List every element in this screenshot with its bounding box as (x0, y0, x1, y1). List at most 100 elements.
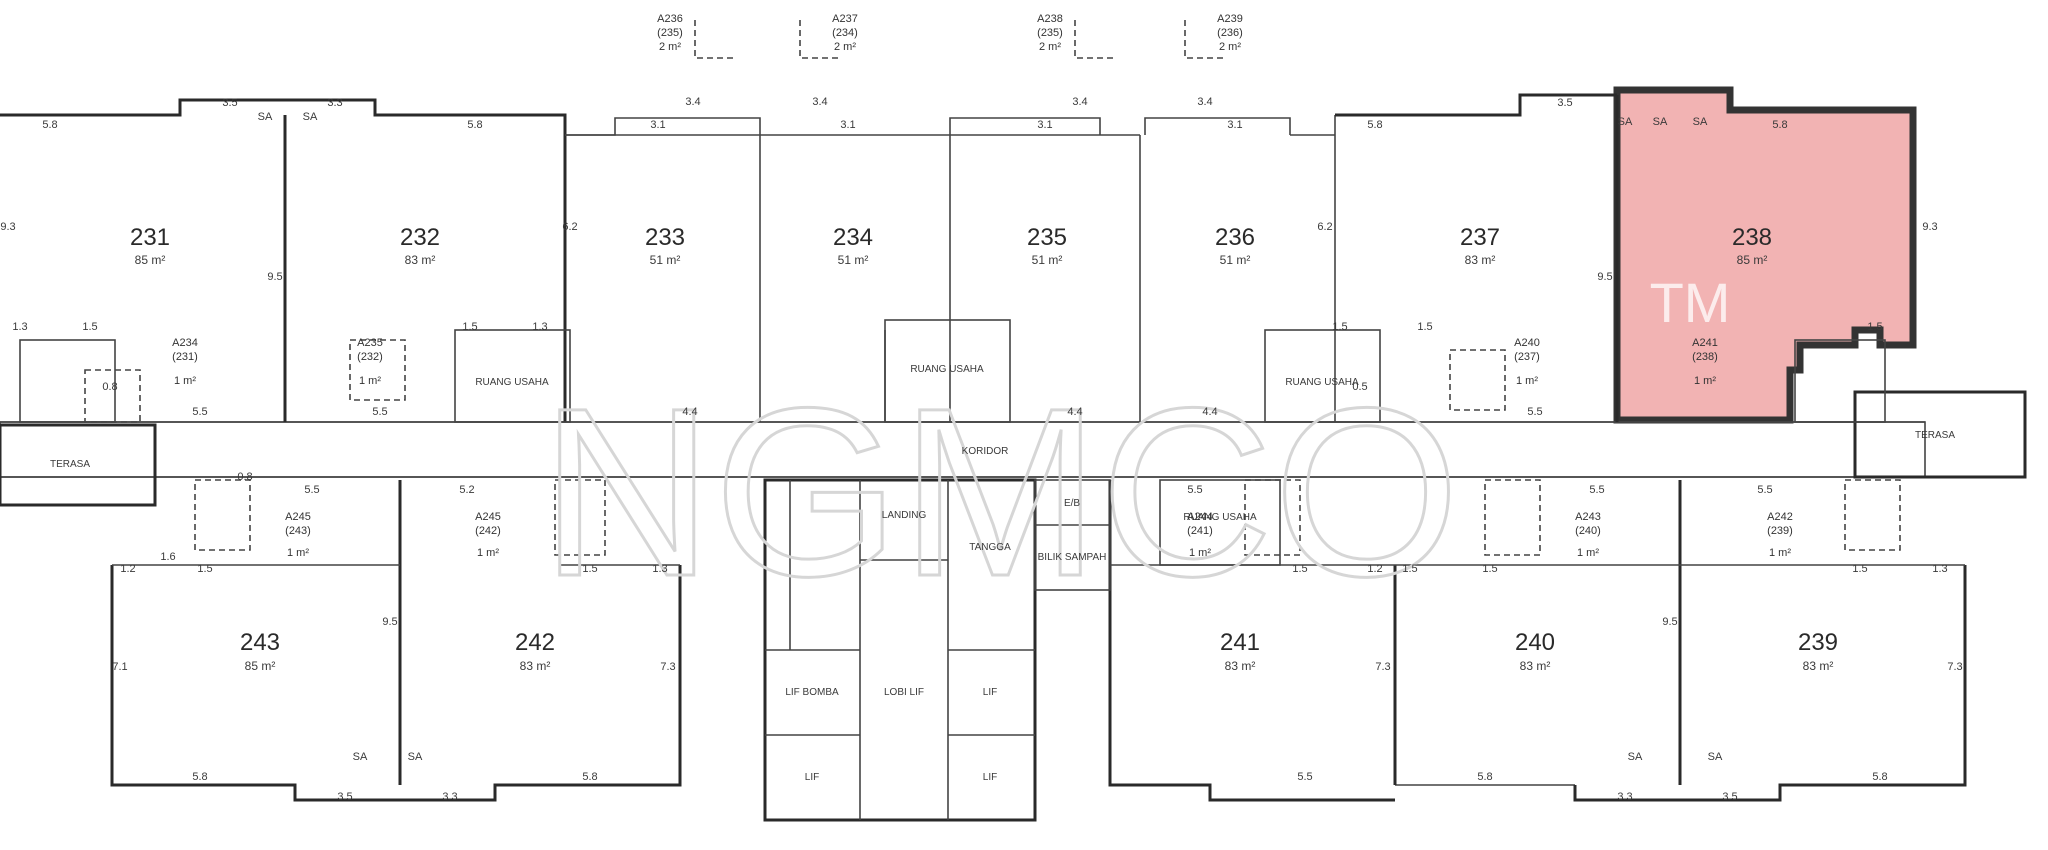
svg-text:7.3: 7.3 (1375, 661, 1390, 673)
svg-text:1.5: 1.5 (1292, 563, 1307, 575)
svg-text:A235: A235 (357, 337, 383, 349)
unit-240[interactable]: 240 83 m² (1515, 629, 1555, 673)
svg-text:7.3: 7.3 (1947, 661, 1962, 673)
svg-text:3.3: 3.3 (327, 97, 342, 109)
svg-text:83 m²: 83 m² (1225, 659, 1256, 673)
svg-text:234: 234 (833, 224, 873, 251)
svg-text:5.8: 5.8 (1477, 771, 1492, 783)
unit-232[interactable]: 232 83 m² (400, 224, 440, 267)
svg-text:(234): (234) (832, 27, 858, 39)
highlight-tm-label: TM (1650, 271, 1731, 334)
svg-text:1.5: 1.5 (582, 563, 597, 575)
svg-text:1.5: 1.5 (1852, 563, 1867, 575)
svg-text:238: 238 (1732, 224, 1772, 251)
unit-237[interactable]: 237 83 m² (1460, 224, 1500, 267)
svg-text:A243: A243 (1575, 511, 1601, 523)
storage-a243[interactable]: A243 (240) 1 m² (1575, 511, 1601, 559)
svg-text:3.1: 3.1 (1037, 119, 1052, 131)
svg-text:3.5: 3.5 (1557, 97, 1572, 109)
unit-235[interactable]: 235 51 m² (1027, 224, 1067, 267)
svg-text:(235): (235) (657, 27, 683, 39)
svg-text:3.1: 3.1 (1227, 119, 1242, 131)
svg-text:A245: A245 (475, 511, 501, 523)
svg-text:239: 239 (1798, 629, 1838, 656)
storage-a240[interactable]: A240 (237) 1 m² (1514, 337, 1540, 387)
unit-238[interactable]: 238 85 m² (1732, 224, 1772, 267)
svg-text:SA: SA (353, 751, 368, 763)
svg-text:5.8: 5.8 (1367, 119, 1382, 131)
svg-text:1.3: 1.3 (652, 563, 667, 575)
svg-text:(238): (238) (1692, 351, 1718, 363)
svg-text:51 m²: 51 m² (1220, 253, 1251, 267)
svg-text:1.5: 1.5 (197, 563, 212, 575)
storage-a239[interactable]: A239 (236) 2 m² (1217, 13, 1243, 53)
svg-text:241: 241 (1220, 629, 1260, 656)
unit-239[interactable]: 239 83 m² (1798, 629, 1838, 673)
storage-a236[interactable]: A236 (235) 2 m² (657, 13, 683, 53)
svg-text:9.5: 9.5 (1597, 271, 1612, 283)
svg-text:85 m²: 85 m² (135, 253, 166, 267)
svg-text:1 m²: 1 m² (1189, 547, 1211, 559)
svg-text:1 m²: 1 m² (1577, 547, 1599, 559)
svg-text:5.8: 5.8 (582, 771, 597, 783)
storage-a242[interactable]: A242 (239) 1 m² (1767, 511, 1793, 559)
svg-text:3.4: 3.4 (1072, 96, 1087, 108)
svg-text:83 m²: 83 m² (1520, 659, 1551, 673)
svg-text:0.8: 0.8 (237, 471, 252, 483)
terrace-left (0, 423, 157, 507)
svg-text:3.3: 3.3 (1617, 791, 1632, 803)
ruang-usaha-label-2: RUANG USAHA (910, 364, 984, 375)
svg-text:1 m²: 1 m² (1516, 375, 1538, 387)
svg-text:1 m²: 1 m² (1769, 547, 1791, 559)
unit-243[interactable]: 243 85 m² (240, 629, 280, 673)
tangga-label: TANGGA (969, 542, 1011, 553)
svg-text:235: 235 (1027, 224, 1067, 251)
svg-text:5.2: 5.2 (459, 484, 474, 496)
lif-label-1: LIF (983, 687, 997, 698)
unit-236[interactable]: 236 51 m² (1215, 224, 1255, 267)
unit-238-highlight[interactable] (1613, 86, 1917, 424)
storage-a234[interactable]: A234 (231) 1 m² (172, 337, 198, 387)
storage-a241[interactable]: A241 (238) 1 m² (1692, 337, 1718, 387)
svg-text:5.8: 5.8 (1772, 119, 1787, 131)
storage-a235[interactable]: A235 (232) 1 m² (357, 337, 383, 387)
svg-text:4.4: 4.4 (682, 406, 697, 418)
svg-text:1.3: 1.3 (532, 321, 547, 333)
svg-text:(236): (236) (1217, 27, 1243, 39)
svg-text:2 m²: 2 m² (1039, 41, 1061, 53)
svg-text:9.5: 9.5 (267, 271, 282, 283)
unit-242[interactable]: 242 83 m² (515, 629, 555, 673)
storage-a237[interactable]: A237 (234) 2 m² (832, 13, 858, 53)
svg-text:1 m²: 1 m² (477, 547, 499, 559)
svg-text:5.5: 5.5 (1187, 484, 1202, 496)
svg-text:(241): (241) (1187, 525, 1213, 537)
unit-233[interactable]: 233 51 m² (645, 224, 685, 267)
svg-text:3.4: 3.4 (812, 96, 827, 108)
svg-text:A234: A234 (172, 337, 198, 349)
corridor-label: KORIDOR (962, 446, 1009, 457)
storage-a245-242[interactable]: A245 (242) 1 m² (475, 511, 501, 559)
svg-text:3.5: 3.5 (337, 791, 352, 803)
unit-231[interactable]: 231 85 m² (130, 224, 170, 267)
svg-text:2 m²: 2 m² (834, 41, 856, 53)
storage-a244[interactable]: A244 (241) 1 m² (1187, 511, 1213, 559)
svg-text:5.8: 5.8 (192, 771, 207, 783)
svg-text:5.5: 5.5 (372, 406, 387, 418)
unit-234[interactable]: 234 51 m² (833, 224, 873, 267)
svg-text:SA: SA (258, 111, 273, 123)
svg-text:A245: A245 (285, 511, 311, 523)
svg-text:5.5: 5.5 (192, 406, 207, 418)
svg-text:A236: A236 (657, 13, 683, 25)
unit-241[interactable]: 241 83 m² (1220, 629, 1260, 673)
svg-text:A241: A241 (1692, 337, 1718, 349)
svg-text:1.5: 1.5 (1417, 321, 1432, 333)
svg-text:1.6: 1.6 (160, 551, 175, 563)
svg-text:A244: A244 (1187, 511, 1213, 523)
watermark: NGMCO (540, 358, 1460, 626)
svg-text:85 m²: 85 m² (245, 659, 276, 673)
svg-text:1.5: 1.5 (1867, 321, 1882, 333)
svg-text:243: 243 (240, 629, 280, 656)
storage-a245-243[interactable]: A245 (243) 1 m² (285, 511, 311, 559)
terrace-right (1853, 390, 2027, 479)
storage-a238[interactable]: A238 (235) 2 m² (1037, 13, 1063, 53)
